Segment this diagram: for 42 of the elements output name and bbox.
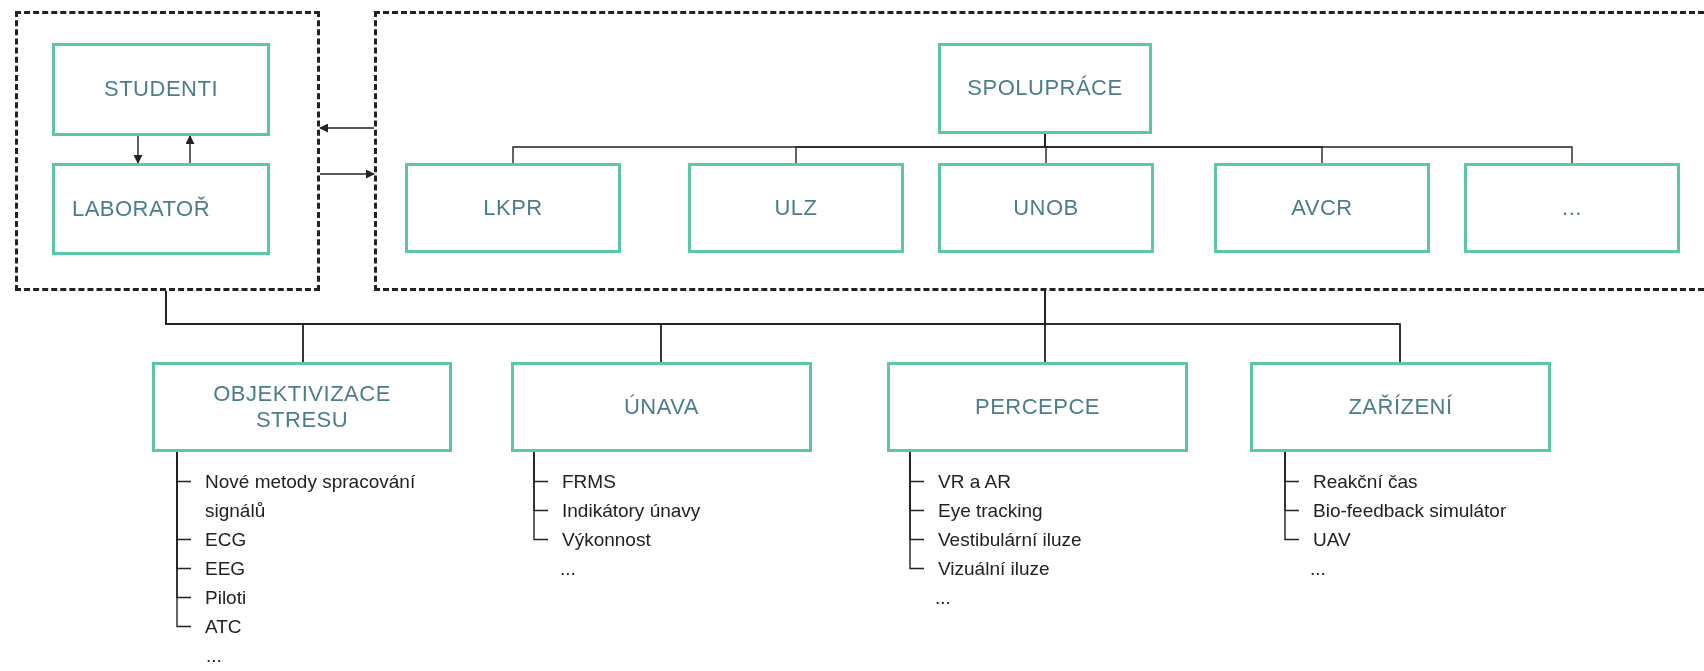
list-item: Výkonnost [548, 525, 651, 554]
ellipsis-text: ... [206, 644, 222, 668]
connector-line [1284, 451, 1300, 541]
list-item: Eye tracking [924, 496, 1043, 525]
dashed-group-frame [15, 11, 320, 291]
arrow [185, 135, 195, 164]
category-box: ÚNAVA [511, 362, 812, 452]
ellipsis-text: ... [560, 557, 576, 581]
list-item: ECG [191, 525, 247, 554]
list-item: Bio-feedback simulátor [1299, 496, 1507, 525]
connector-line [176, 451, 192, 628]
dashed-group-frame [374, 11, 1704, 291]
category-box: SPOLUPRÁCE [938, 43, 1152, 134]
category-box: ZAŘÍZENÍ [1250, 362, 1551, 452]
category-box: PERCEPCE [887, 362, 1188, 452]
list-item: UAV [1299, 525, 1351, 554]
connector-line [533, 451, 549, 541]
list-item: Vestibulární iluze [924, 525, 1082, 554]
category-box: STUDENTI [52, 43, 270, 136]
connector-line [1044, 290, 1401, 363]
ellipsis-text: ... [935, 586, 951, 610]
list-item: Nové metody spracování signálů [191, 467, 461, 525]
list-item: Reakční čas [1299, 467, 1418, 496]
list-item: Vizuální iluze [924, 554, 1050, 583]
arrow [319, 169, 375, 179]
list-item: EEG [191, 554, 246, 583]
list-item: ATC [191, 612, 242, 641]
list-item: VR a AR [924, 467, 1011, 496]
ellipsis-text: ... [1310, 557, 1326, 581]
arrow [133, 135, 143, 164]
category-box: ULZ [688, 163, 904, 253]
list-item: FRMS [548, 467, 616, 496]
category-box: UNOB [938, 163, 1154, 253]
arrow [319, 123, 375, 133]
connector-line [909, 451, 925, 570]
category-box: ... [1464, 163, 1680, 253]
category-box: AVCR [1214, 163, 1430, 253]
list-item: Piloti [191, 583, 247, 612]
category-box: OBJEKTIVIZACE STRESU [152, 362, 452, 452]
category-box: LABORATOŘ [52, 163, 270, 255]
list-item: Indikátory únavy [548, 496, 701, 525]
category-box: LKPR [405, 163, 621, 253]
